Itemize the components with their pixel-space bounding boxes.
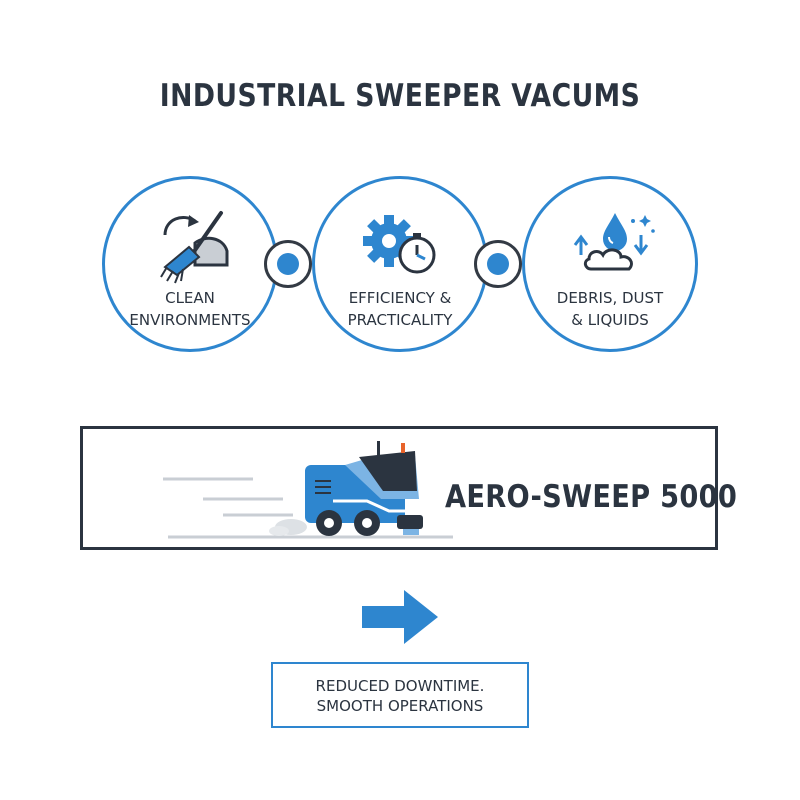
droplet-dust-icon: [573, 213, 655, 271]
circle-label: DEBRIS, DUST & LIQUIDS: [556, 289, 664, 329]
connector-dot: [264, 240, 312, 288]
result-line: SMOOTH OPERATIONS: [316, 697, 484, 715]
circle-clean-environments: CLEAN ENVIRONMENTS: [102, 176, 278, 352]
circle-label: CLEAN ENVIRONMENTS: [129, 289, 251, 329]
circle-label: EFFICIENCY & PRACTICALITY: [347, 289, 453, 329]
product-name: AERO-SWEEP 5000: [445, 479, 738, 515]
connector-dot: [474, 240, 522, 288]
circle-efficiency-practicality: EFFICIENCY & PRACTICALITY: [312, 176, 488, 352]
product-banner: AERO-SWEEP 5000: [80, 426, 737, 550]
gear-stopwatch-icon: [363, 215, 436, 274]
result-line: REDUCED DOWNTIME.: [315, 677, 485, 695]
arrow-right-icon: [362, 590, 438, 644]
result-box: REDUCED DOWNTIME. SMOOTH OPERATIONS: [271, 662, 529, 728]
broom-dustpan-icon: [160, 211, 229, 284]
page-title: INDUSTRIAL SWEEPER VACUMS: [159, 78, 641, 114]
circle-debris-dust-liquids: DEBRIS, DUST & LIQUIDS: [522, 176, 698, 352]
sweeper-vehicle-icon: [163, 441, 453, 539]
